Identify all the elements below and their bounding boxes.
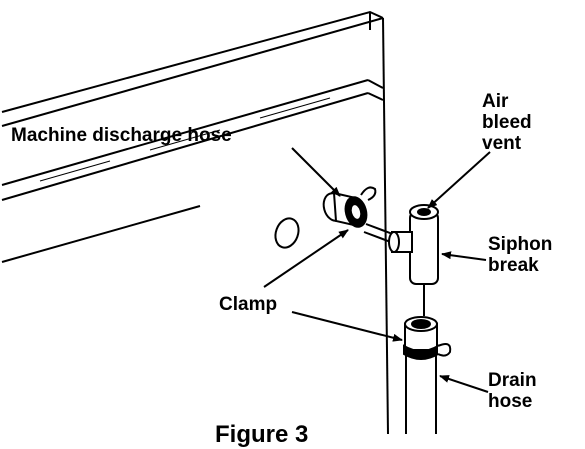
label-air-bleed-vent: Air bleed vent	[482, 91, 532, 154]
siphon-break	[388, 204, 439, 316]
arrow-air-bleed-vent	[427, 151, 491, 209]
label-siphon-break: Siphon break	[488, 234, 553, 276]
installation-diagram	[1, 10, 491, 435]
arrow-clamp-lower	[291, 311, 403, 342]
label-machine-discharge-hose: Machine discharge hose	[11, 125, 232, 146]
arrow-clamp-upper	[263, 229, 349, 288]
machine-cabinet	[1, 10, 389, 435]
arrow-discharge-hose	[291, 147, 341, 197]
label-drain-hose: Drain hose	[488, 370, 537, 412]
arrow-siphon-break	[441, 251, 487, 261]
arrow-drain-hose	[439, 375, 489, 393]
leader-arrows	[263, 147, 491, 393]
panel-hole	[274, 217, 300, 249]
figure-caption: Figure 3	[215, 421, 309, 448]
drain-hose	[403, 316, 452, 434]
discharge-hose-fitting	[322, 186, 399, 245]
label-clamp: Clamp	[219, 294, 278, 315]
